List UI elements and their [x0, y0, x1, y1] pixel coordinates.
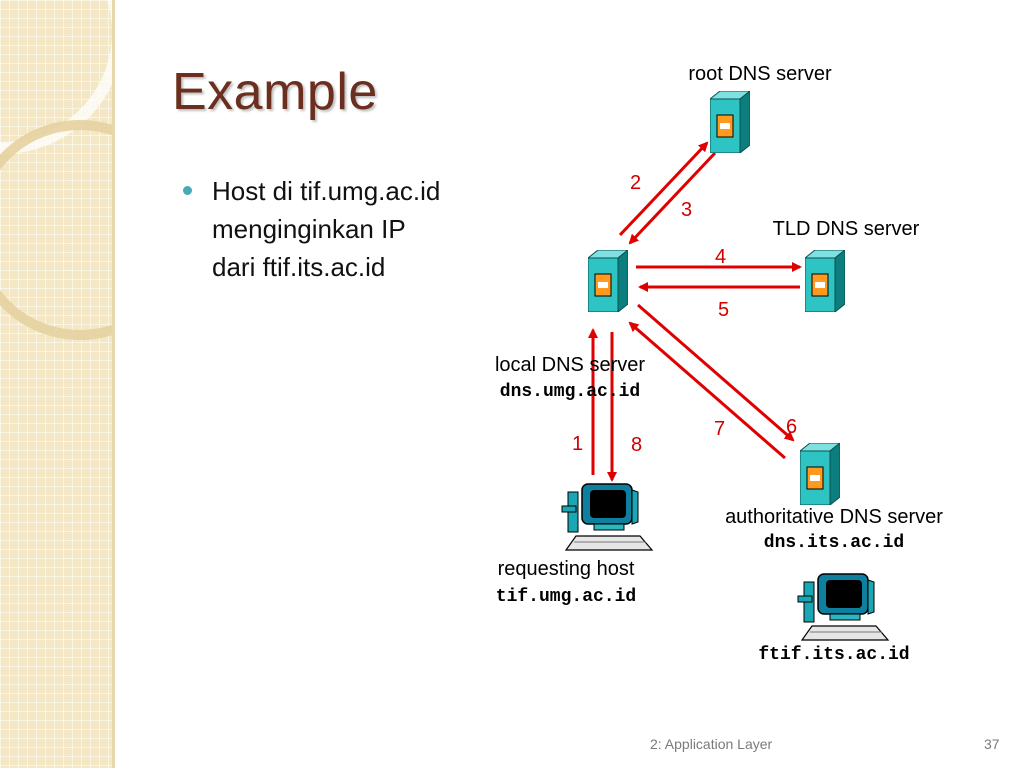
- arrow-6: [637, 303, 795, 442]
- authoritative-dns-server-name: dns.its.ac.id: [763, 533, 905, 553]
- tld-dns-server-label: TLD DNS server: [772, 218, 920, 240]
- arrow-7: [628, 321, 786, 460]
- step-number-6: 6: [786, 416, 798, 438]
- step-number-3: 3: [681, 199, 693, 221]
- step-number-7: 7: [714, 418, 726, 440]
- authoritative-dns-server-label: authoritative DNS server: [725, 506, 943, 528]
- requesting-host-name: tif.umg.ac.id: [495, 587, 637, 607]
- tld-dns-server-icon: [805, 250, 845, 312]
- authoritative-dns-server-icon: [800, 443, 840, 505]
- root-dns-server-label: root DNS server: [688, 63, 832, 85]
- decorative-sidebar: [0, 0, 112, 768]
- step-number-1: 1: [572, 433, 584, 455]
- requesting-host-computer-icon: [561, 483, 654, 551]
- target-host-computer-icon: [797, 573, 890, 641]
- slide-title: Example: [172, 63, 378, 121]
- bullet-text: Host di tif.umg.ac.id menginginkan IP da…: [212, 176, 441, 282]
- sidebar-border: [112, 0, 115, 768]
- requesting-host-label: requesting host: [497, 558, 635, 580]
- local-dns-server-label: local DNS server: [494, 354, 646, 376]
- target-host-name: ftif.its.ac.id: [758, 645, 910, 665]
- step-number-2: 2: [630, 172, 642, 194]
- step-number-4: 4: [715, 246, 727, 268]
- page-number: 37: [984, 736, 1000, 752]
- root-dns-server-icon: [710, 91, 750, 153]
- step-number-5: 5: [718, 299, 730, 321]
- arrow-2: [618, 141, 709, 237]
- local-dns-server-icon: [588, 250, 628, 312]
- decorative-ring: [0, 120, 112, 340]
- local-dns-server-name: dns.umg.ac.id: [499, 382, 641, 402]
- footer-chapter: 2: Application Layer: [650, 736, 773, 752]
- step-number-8: 8: [631, 434, 643, 456]
- bullet-dot-icon: [183, 186, 192, 195]
- arrow-3: [628, 151, 717, 245]
